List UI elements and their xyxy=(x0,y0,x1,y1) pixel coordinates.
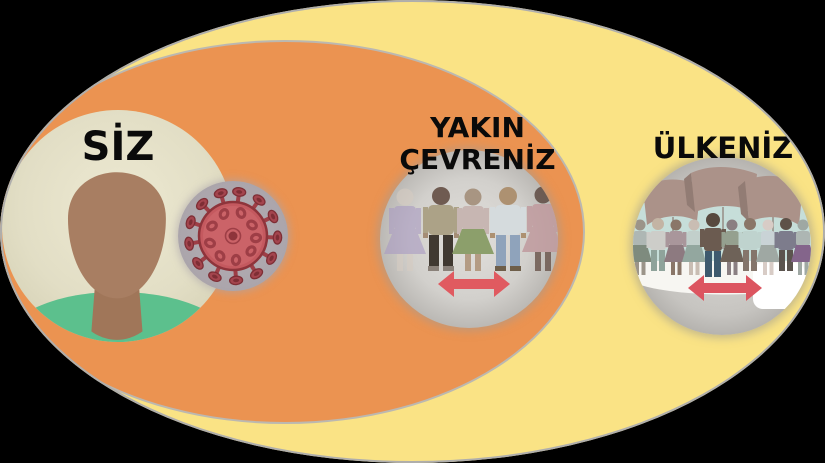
social-distance-people-icon xyxy=(384,186,558,297)
near-environment-label: YAKIN ÇEVRENİZ xyxy=(370,112,585,176)
person-figure xyxy=(490,187,526,271)
person-figure xyxy=(423,187,459,271)
flag-fold xyxy=(738,181,749,222)
virus-spikes xyxy=(184,187,283,286)
country-label: ÜLKENİZ xyxy=(652,131,794,165)
country-circle xyxy=(633,157,811,335)
you-label: SİZ xyxy=(81,124,155,170)
virus-center-ring xyxy=(224,227,242,245)
person-figure xyxy=(452,188,494,271)
person-avatar-icon xyxy=(10,172,226,342)
crowd-person-figure xyxy=(738,218,762,271)
crowd-person-figure xyxy=(791,219,811,275)
distance-arrow-icon xyxy=(688,275,762,301)
crowd-with-flags-icon xyxy=(633,166,811,309)
virus-circle xyxy=(178,181,288,291)
distance-arrow-icon xyxy=(438,271,510,297)
crowd-person-figure xyxy=(756,219,780,275)
near-label-line2: ÇEVRENİZ xyxy=(399,143,556,176)
flag-icon xyxy=(745,175,803,225)
virus-center-dot xyxy=(228,231,238,241)
near-environment-circle xyxy=(380,150,558,328)
crowd-person-figure xyxy=(774,218,798,271)
virus-inner-rings xyxy=(203,207,263,267)
avatar-head xyxy=(67,172,166,299)
crowd-person-figure xyxy=(633,219,652,275)
near-label-line1: YAKIN xyxy=(430,111,525,144)
flag-fold xyxy=(684,173,695,212)
crowd-person-figure xyxy=(720,219,744,275)
coronavirus-icon xyxy=(184,187,283,286)
person-figure xyxy=(384,188,426,271)
crowd-person-figure xyxy=(646,218,670,271)
crowd-person-figure xyxy=(682,219,706,275)
crowd-person-figure xyxy=(664,219,688,275)
